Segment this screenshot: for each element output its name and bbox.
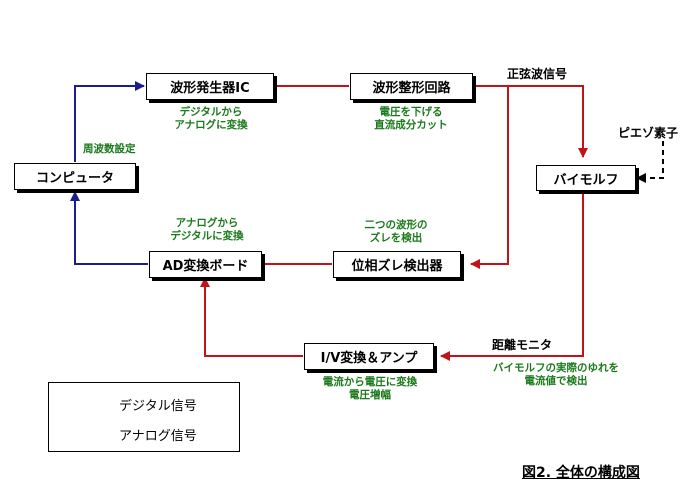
arrow-iv-to-ad xyxy=(200,277,303,357)
shaper-note: 電圧を下げる 直流成分カット xyxy=(361,106,461,132)
arrow-ad-to-computer xyxy=(70,191,148,265)
arrow-shaper-to-bimorph xyxy=(474,85,588,158)
figure-caption: 図2. 全体の構成図 xyxy=(522,465,640,481)
legend: デジタル信号 アナログ信号 xyxy=(48,382,240,452)
wavegen-note-line2: アナログに変換 xyxy=(174,119,248,131)
piezo-label: ピエゾ素子 xyxy=(618,126,679,140)
bimorph-note: バイモルフの実際のゆれを 電流値で検出 xyxy=(478,362,634,388)
phase-note-line1: 二つの波形の xyxy=(364,219,428,231)
wave-generator-box: 波形発生器IC xyxy=(146,73,274,100)
arrow-computer-to-wavegen xyxy=(74,81,145,162)
ad-note-line2: デジタルに変換 xyxy=(170,230,244,242)
computer-box: コンピュータ xyxy=(14,163,136,190)
bimorph-box: バイモルフ xyxy=(536,165,636,191)
ad-board-box: AD変換ボード xyxy=(149,251,262,278)
distance-monitor-label: 距離モニタ xyxy=(492,338,553,352)
ad-note-line1: アナログから xyxy=(175,217,239,229)
waveform-shaper-box: 波形整形回路 xyxy=(350,73,473,100)
shaper-note-line2: 直流成分カット xyxy=(374,119,448,131)
arrow-piezo-to-bimorph xyxy=(636,141,664,183)
iv-note-line2: 電圧増幅 xyxy=(349,389,391,401)
legend-analog-label: アナログ信号 xyxy=(119,429,197,444)
phase-note-line2: ズレを検出 xyxy=(369,232,423,244)
bimorph-note-line2: 電流値で検出 xyxy=(524,375,588,387)
iv-note-line1: 電流から電圧に変換 xyxy=(322,376,418,388)
iv-amp-box: I/V変換＆アンプ xyxy=(304,343,434,370)
legend-digital-label: デジタル信号 xyxy=(119,399,197,414)
wavegen-note: デジタルから アナログに変換 xyxy=(163,106,259,132)
phase-detector-box: 位相ズレ検出器 xyxy=(333,251,461,278)
frequency-note: 周波数設定 xyxy=(83,143,136,155)
sine-signal-label: 正弦波信号 xyxy=(507,67,568,81)
phase-note: 二つの波形の ズレを検出 xyxy=(348,219,444,245)
shaper-note-line1: 電圧を下げる xyxy=(379,106,443,118)
arrow-shaper-to-phase xyxy=(470,86,509,269)
ad-note: アナログから デジタルに変換 xyxy=(157,217,257,243)
iv-note: 電流から電圧に変換 電圧増幅 xyxy=(308,376,432,402)
wavegen-note-line1: デジタルから xyxy=(179,106,243,118)
bimorph-note-line1: バイモルフの実際のゆれを xyxy=(493,362,619,374)
arrow-bimorph-to-iv xyxy=(440,190,584,361)
